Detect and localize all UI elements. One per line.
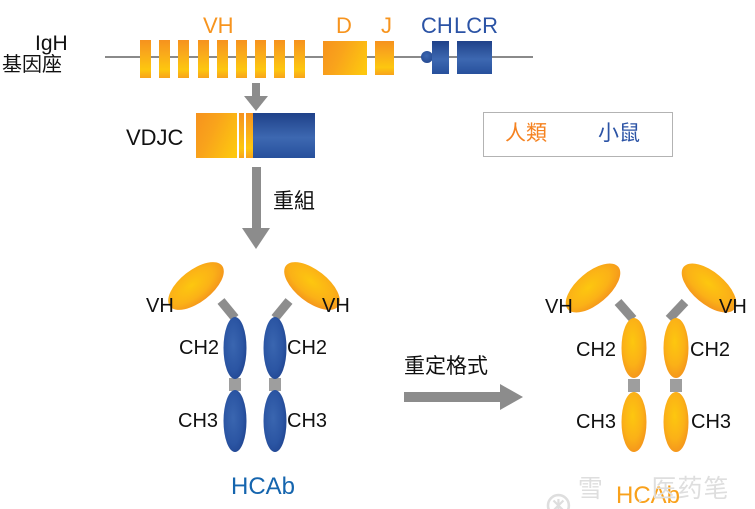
vdjc-cassette — [196, 113, 315, 158]
ch-segment-label: CH — [421, 13, 453, 38]
recombination-arrow-icon — [242, 167, 270, 249]
hinge-connector — [217, 298, 239, 321]
ch3-domain-right — [263, 390, 287, 452]
xueqiu-logo-icon — [546, 493, 571, 509]
ab-left-ch3-label-l: CH3 — [178, 410, 219, 432]
d-segment-box — [323, 41, 367, 75]
ch2-domain-right — [263, 317, 287, 379]
down-arrow-icon — [244, 83, 268, 111]
locus-title-line1: IgH — [35, 32, 68, 55]
reformat-label: 重定格式 — [404, 355, 488, 378]
domain-connector — [670, 379, 682, 392]
ab-left-ch2-label-l: CH2 — [179, 337, 220, 359]
domain-connector — [269, 378, 281, 391]
vh-segment — [159, 40, 170, 78]
ab-right-ch3-label-l: CH3 — [576, 411, 617, 433]
ab-right-name: HCAb — [616, 482, 681, 509]
ab-right-vh-label-r: VH — [719, 296, 747, 318]
legend: 人類 小鼠 — [483, 112, 673, 157]
vh-segment — [140, 40, 151, 78]
gene-locus-line — [105, 56, 533, 58]
vh-segment — [255, 40, 266, 78]
watermark-account: 医药笔记 — [651, 475, 730, 503]
divider — [244, 113, 246, 158]
ch2-domain-left — [621, 318, 647, 378]
vdjc-d-block — [239, 113, 244, 158]
legend-mouse-label: 小鼠 — [598, 122, 640, 145]
ab-right-ch3-label-r: CH3 — [691, 411, 732, 433]
vh-domain-right — [284, 262, 340, 310]
watermark-brand: 雪球 — [577, 475, 604, 503]
lcr-segment-box — [457, 41, 492, 74]
antibody-reformatted — [565, 263, 737, 452]
vdjc-v-block — [196, 113, 237, 158]
vh-segment-label: VH — [203, 13, 234, 38]
vdjc-c-block — [253, 113, 315, 158]
hinge-connector — [665, 298, 689, 323]
watermark: 雪球 : 医药笔记 — [546, 469, 755, 509]
hinge-connector — [271, 298, 293, 321]
ch3-domain-right — [663, 392, 689, 452]
ab-left-ch3-label-r: CH3 — [287, 410, 328, 432]
ab-left-vh-label-r: VH — [322, 295, 350, 317]
vh-segment — [274, 40, 285, 78]
reformat-arrow-icon — [404, 384, 523, 410]
ab-right-ch2-label-r: CH2 — [690, 339, 731, 361]
vh-segment — [217, 40, 228, 78]
ab-right-vh-label-l: VH — [545, 296, 573, 318]
legend-human-label: 人類 — [505, 122, 547, 145]
j-segment-label: J — [381, 13, 392, 38]
domain-connector — [229, 378, 241, 391]
ch3-domain-left — [621, 392, 647, 452]
ch2-domain-left — [223, 317, 247, 379]
vh-segment — [236, 40, 247, 78]
hinge-connector — [614, 299, 637, 322]
vh-segment — [198, 40, 209, 78]
vh-segment — [294, 40, 305, 78]
d-segment-label: D — [336, 13, 352, 38]
ch3-domain-left — [223, 390, 247, 452]
watermark-separator: : — [636, 490, 645, 509]
ab-left-ch2-label-r: CH2 — [287, 337, 328, 359]
vh-segment — [178, 40, 189, 78]
lcr-segment-label: LCR — [454, 13, 499, 38]
ab-left-name: HCAb — [231, 473, 296, 500]
domain-connector — [628, 379, 640, 392]
ab-right-ch2-label-l: CH2 — [576, 339, 617, 361]
vh-domain-left — [565, 263, 621, 313]
vh-domain-right — [681, 263, 737, 313]
recombination-label: 重組 — [273, 190, 315, 213]
j-segment-box — [375, 41, 394, 75]
ab-left-vh-label-l: VH — [146, 295, 174, 317]
vdjc-label: VDJC — [126, 125, 184, 150]
ch-segment-box — [432, 41, 449, 74]
antibody-chimeric — [168, 262, 340, 452]
locus-title-line2: 基因座 — [2, 54, 62, 76]
enhancer-circle — [421, 51, 433, 63]
ch2-domain-right — [663, 318, 689, 378]
vdjc-j-block — [246, 113, 253, 158]
vh-domain-left — [168, 262, 224, 310]
divider — [237, 113, 239, 158]
